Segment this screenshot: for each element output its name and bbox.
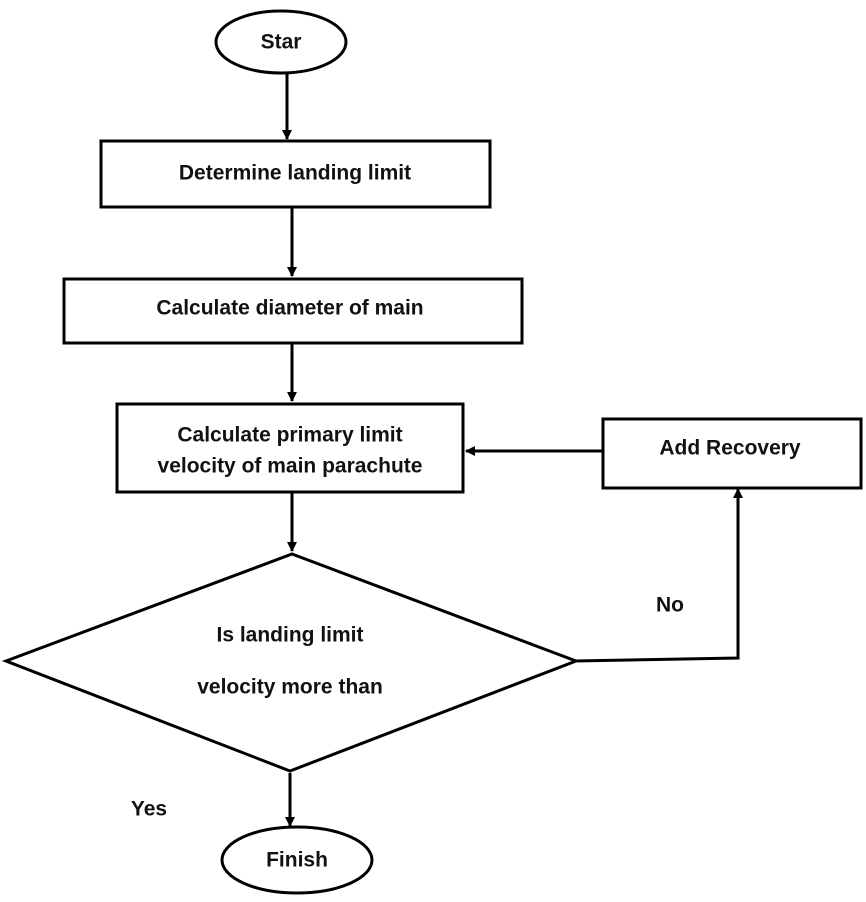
calculate-diameter-label: Calculate diameter of main <box>156 297 423 320</box>
decision-label-line1: Is landing limit <box>216 624 363 647</box>
determine-landing-limit-box <box>99 139 492 209</box>
finish-label: Finish <box>266 849 328 872</box>
add-recovery-label: Add Recovery <box>659 437 801 460</box>
calculate-primary-limit-node: Calculate primary limit velocity of main… <box>115 402 465 494</box>
arrow-decision-to-add-recovery <box>574 488 743 663</box>
start-node: Star <box>214 9 348 75</box>
finish-node: Finish <box>220 825 374 895</box>
decision-node: Is landing limit velocity more than <box>1 552 581 773</box>
finish-ellipse <box>220 825 374 895</box>
branch-label-no: No <box>656 594 684 617</box>
decision-diamond <box>1 552 581 773</box>
determine-landing-limit-node: Determine landing limit <box>99 139 492 209</box>
calculate-primary-limit-box <box>115 402 465 494</box>
calculate-primary-limit-label-line1: Calculate primary limit <box>177 424 402 447</box>
decision-label-line2: velocity more than <box>197 676 383 699</box>
connectors <box>282 72 743 827</box>
add-recovery-box <box>601 417 863 490</box>
start-ellipse <box>214 9 348 75</box>
branch-label-yes: Yes <box>131 798 167 821</box>
start-label: Star <box>261 31 302 54</box>
calculate-diameter-node: Calculate diameter of main <box>62 277 524 345</box>
calculate-diameter-box <box>62 277 524 345</box>
add-recovery-node: Add Recovery <box>601 417 863 490</box>
calculate-primary-limit-label-line2: velocity of main parachute <box>158 455 423 478</box>
determine-landing-limit-label: Determine landing limit <box>179 162 411 185</box>
